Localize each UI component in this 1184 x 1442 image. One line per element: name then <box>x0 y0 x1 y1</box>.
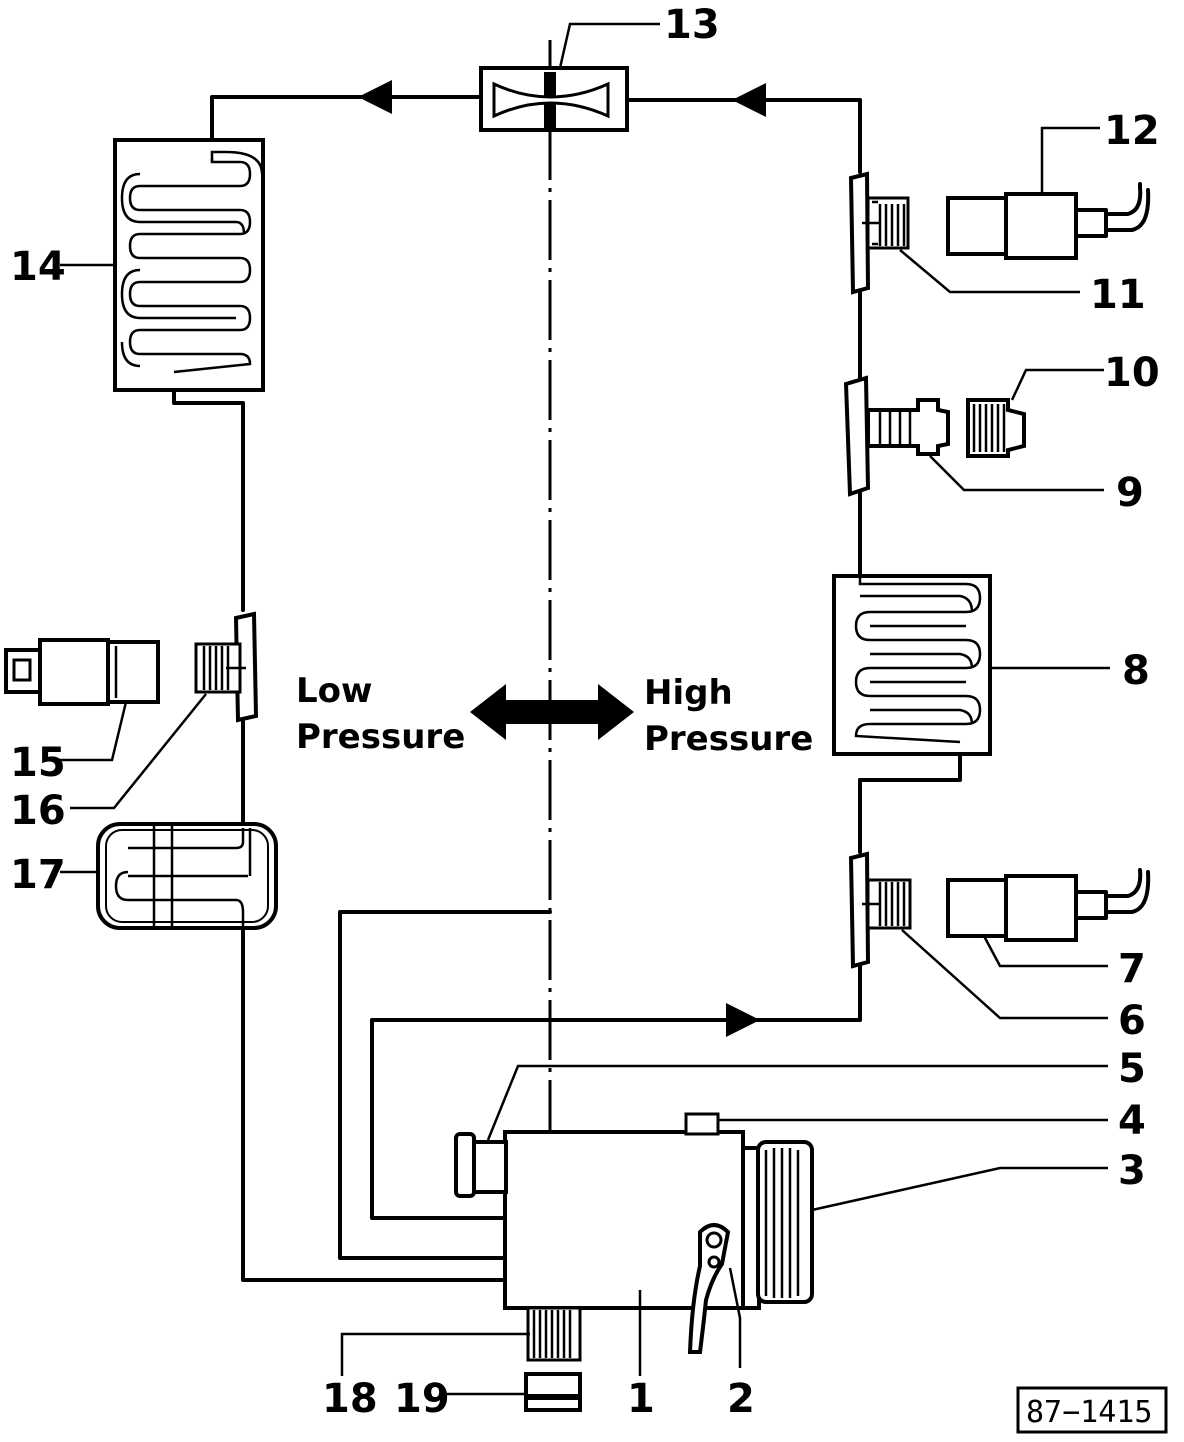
label-7: 7 <box>1118 946 1146 992</box>
label-19: 19 <box>394 1376 450 1422</box>
label-13: 13 <box>664 2 720 48</box>
low-pressure-line2: Pressure <box>296 717 465 757</box>
expansion-valve-13 <box>479 22 660 132</box>
figure-ref-text: 87−1415 <box>1026 1395 1152 1430</box>
service-port-11 <box>848 171 1080 295</box>
label-10: 10 <box>1104 350 1160 396</box>
label-1: 1 <box>627 1376 655 1422</box>
label-2: 2 <box>727 1376 755 1422</box>
arrow-left-icon <box>358 80 392 114</box>
label-5: 5 <box>1118 1046 1146 1092</box>
label-12: 12 <box>1104 108 1160 154</box>
service-valve-9 <box>843 375 1104 497</box>
arrow-right-icon <box>726 1003 760 1037</box>
label-6: 6 <box>1118 998 1146 1044</box>
label-11: 11 <box>1090 272 1146 318</box>
pressure-double-arrow-icon <box>470 684 634 740</box>
high-pressure-line1: High <box>644 673 733 713</box>
pressure-switch-7 <box>946 868 1151 968</box>
label-3: 3 <box>1118 1148 1146 1194</box>
label-9: 9 <box>1116 470 1144 516</box>
evaporator-14 <box>60 138 265 392</box>
label-16: 16 <box>10 788 66 834</box>
label-15: 15 <box>10 740 66 786</box>
compressor-1 <box>340 1064 1108 1376</box>
service-port-6 <box>848 851 1108 1020</box>
port-cap-19 <box>444 1372 582 1412</box>
label-8: 8 <box>1122 648 1150 694</box>
figure-reference: 87−1415 <box>1016 1386 1168 1434</box>
service-port-16 <box>70 611 259 810</box>
flow-arrows <box>358 80 766 1037</box>
accumulator-17 <box>60 822 278 930</box>
arrow-left-icon <box>732 83 766 117</box>
pressure-side-labels: Low Pressure High Pressure <box>296 671 813 759</box>
label-4: 4 <box>1118 1098 1146 1144</box>
label-14: 14 <box>10 244 66 290</box>
callout-labels: 1 2 3 4 5 6 7 8 9 10 11 12 13 14 15 16 1… <box>10 2 1160 1422</box>
refrigerant-piping <box>172 95 962 1282</box>
label-18: 18 <box>322 1376 378 1422</box>
pressure-switch-12 <box>946 126 1151 260</box>
pressure-switch-15 <box>4 638 160 762</box>
low-pressure-line1: Low <box>296 671 372 711</box>
high-pressure-line2: Pressure <box>644 719 813 759</box>
condenser-8 <box>832 574 1110 756</box>
valve-cap-10 <box>966 368 1104 458</box>
label-17: 17 <box>10 852 66 898</box>
